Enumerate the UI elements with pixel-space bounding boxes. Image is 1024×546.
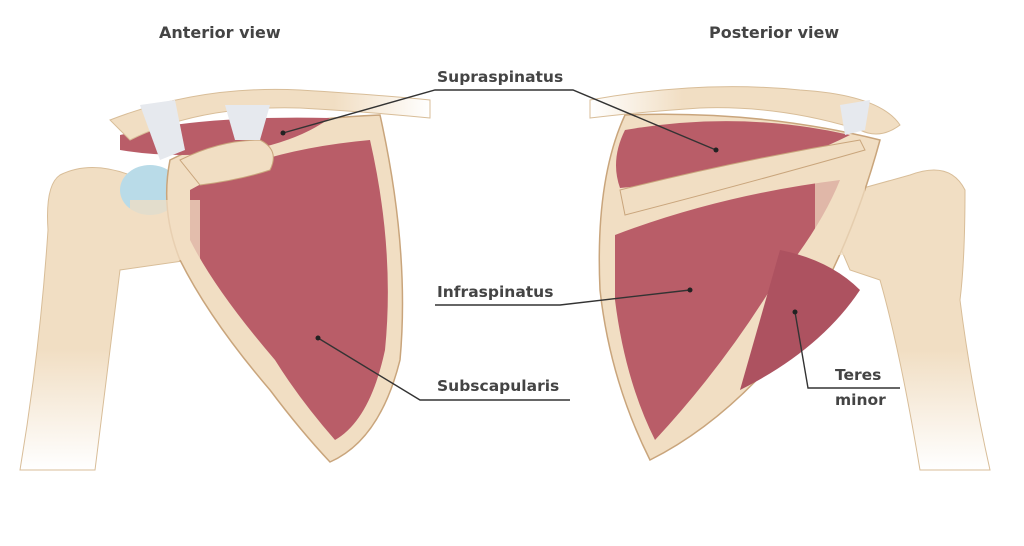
subscapularis-muscle — [190, 140, 388, 440]
label-supraspinatus: Supraspinatus — [437, 68, 564, 86]
label-subscapularis: Subscapularis — [437, 377, 560, 395]
label-minor: minor — [835, 391, 886, 409]
infraspinatus-muscle — [615, 180, 840, 440]
leader-lines — [282, 89, 900, 401]
clavicle-right — [589, 86, 901, 135]
supraspinatus-muscle-posterior — [616, 121, 850, 188]
posterior-view-title: Posterior view — [709, 23, 840, 42]
label-teres: Teres — [835, 366, 882, 384]
teres-minor-muscle — [740, 250, 860, 390]
clavicle-left — [109, 88, 431, 141]
label-infraspinatus: Infraspinatus — [437, 283, 554, 301]
coracoid — [179, 139, 274, 186]
anterior-view-title: Anterior view — [159, 23, 281, 42]
